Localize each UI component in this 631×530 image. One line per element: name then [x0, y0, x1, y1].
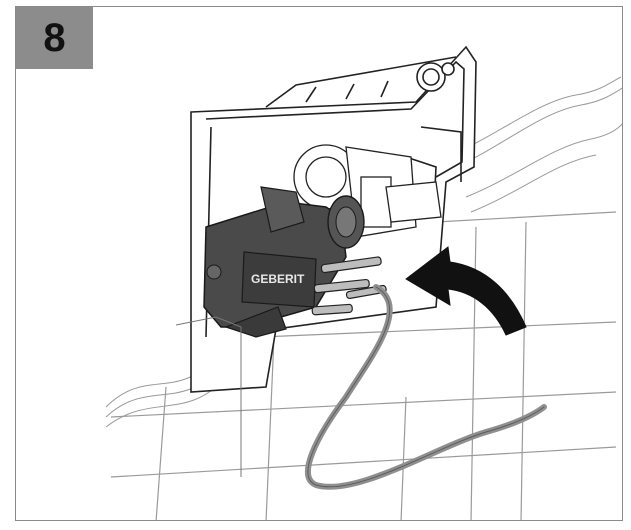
direction-arrow — [405, 246, 527, 336]
installation-illustration: GEBERIT — [105, 45, 622, 520]
instruction-panel: 8 — [15, 6, 623, 521]
geberit-logo-text: GEBERIT — [251, 272, 305, 286]
step-number-badge: 8 — [16, 7, 93, 69]
step-number: 8 — [43, 15, 66, 60]
